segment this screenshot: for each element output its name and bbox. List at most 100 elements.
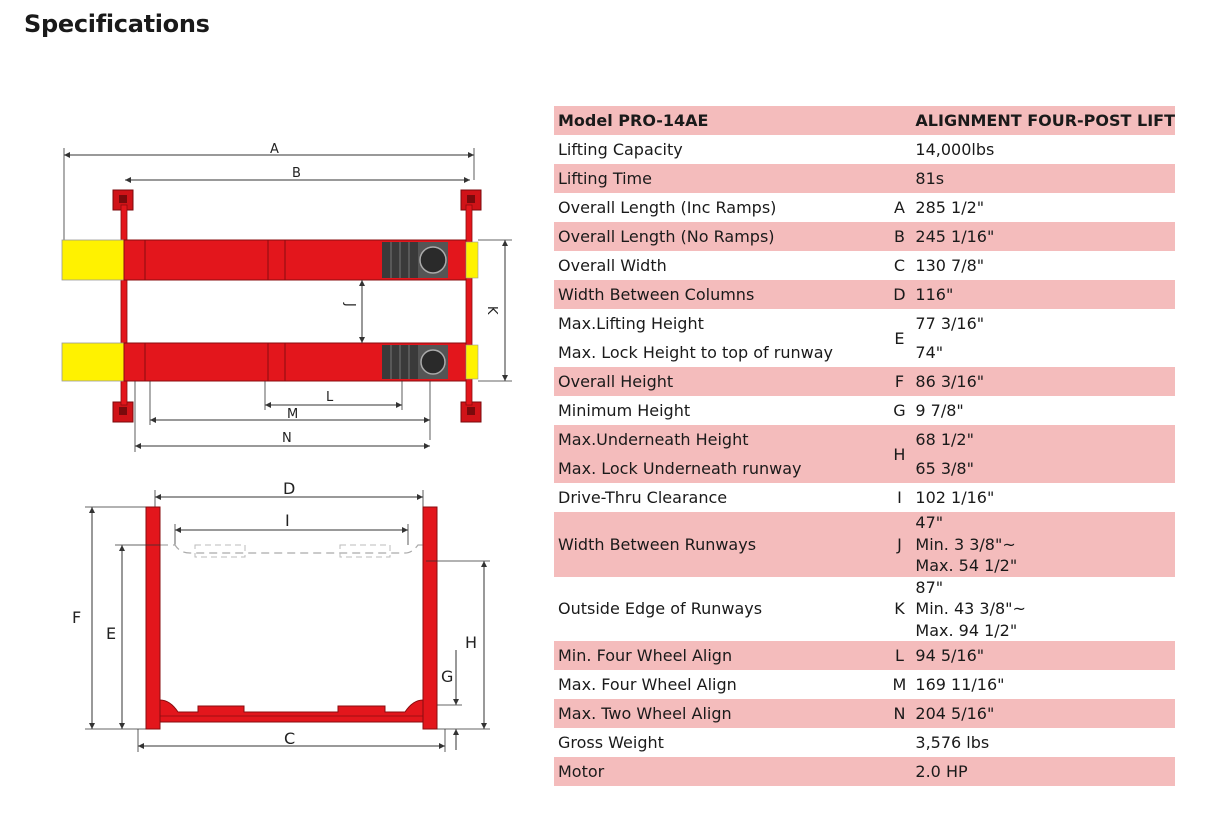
spec-name-line: Max. Lock Underneath runway: [558, 459, 802, 478]
spec-letter: D: [887, 280, 912, 309]
spec-letter: G: [893, 401, 906, 420]
spec-name: Max. Two Wheel Align: [554, 699, 888, 728]
spec-value-line: Max. 54 1/2": [915, 556, 1018, 575]
spec-value: 204 5/16": [911, 699, 1175, 728]
spec-value-line: Max. 94 1/2": [915, 620, 1018, 640]
spec-row: Overall Length (No Ramps) B 245 1/16": [554, 222, 1175, 251]
spec-model: Model PRO-14AE: [554, 106, 888, 135]
dim-label-k: K: [484, 306, 499, 315]
spec-header-row: Model PRO-14AE ALIGNMENT FOUR-POST LIFT: [554, 106, 1175, 135]
spec-value: 116": [911, 280, 1175, 309]
spec-value: 2.0 HP: [911, 757, 1175, 786]
spec-name: Minimum Height: [558, 401, 691, 420]
spec-row: Width Between Runways J 47" Min. 3 3/8"~…: [554, 512, 1175, 577]
spec-value-line: 77 3/16": [915, 314, 985, 333]
spec-name: Motor: [554, 757, 888, 786]
spec-letter: J: [887, 512, 912, 577]
spec-value-line: 47": [915, 513, 944, 532]
spec-name: Lifting Capacity: [558, 140, 683, 159]
spec-row: Outside Edge of Runways K 87" Min. 43 3/…: [554, 577, 1175, 642]
spec-value: 68 1/2" 65 3/8": [911, 425, 1175, 483]
spec-row: Width Between Columns D 116": [554, 280, 1175, 309]
dim-label-a: A: [270, 142, 279, 157]
spec-value: 245 1/16": [911, 222, 1175, 251]
dim-label-h: H: [465, 633, 477, 652]
spec-name: Drive-Thru Clearance: [558, 488, 728, 507]
spec-value: 14,000lbs: [915, 140, 995, 159]
dim-label-j: J: [342, 302, 357, 307]
spec-name: Max.Lifting Height Max. Lock Height to t…: [554, 309, 887, 367]
spec-row: Overall Height F 86 3/16": [554, 367, 1175, 396]
spec-letter: B: [887, 222, 912, 251]
spec-name-line: Max. Lock Height to top of runway: [558, 343, 833, 362]
spec-value-line: 74": [915, 343, 944, 362]
dim-label-c: C: [284, 729, 295, 748]
spec-row: Minimum Height G 9 7/8": [554, 396, 1175, 425]
spec-value: 169 11/16": [915, 675, 1005, 694]
spec-name: Gross Weight: [558, 733, 664, 752]
spec-name: Outside Edge of Runways: [558, 599, 763, 619]
dim-label-i: I: [285, 511, 290, 530]
spec-row: Max. Two Wheel Align N 204 5/16": [554, 699, 1175, 728]
spec-letter: C: [893, 256, 906, 275]
spec-letter: A: [893, 198, 905, 217]
spec-value: 9 7/8": [915, 401, 964, 420]
spec-name: Max. Four Wheel Align: [558, 675, 737, 694]
spec-name: Overall Length (No Ramps): [554, 222, 888, 251]
spec-row: Min. Four Wheel Align L 94 5/16": [554, 641, 1175, 670]
spec-row: Max.Lifting Height Max. Lock Height to t…: [554, 309, 1175, 367]
spec-letter: F: [887, 367, 912, 396]
spec-value-line: Min. 43 3/8"~: [915, 599, 1026, 618]
spec-letter: H: [887, 425, 912, 483]
spec-value: 130 7/8": [915, 256, 985, 275]
spec-value: 47" Min. 3 3/8"~ Max. 54 1/2": [911, 512, 1175, 577]
spec-value: 77 3/16" 74": [911, 309, 1175, 367]
dim-label-e: E: [106, 624, 116, 643]
spec-letter: E: [894, 328, 905, 348]
dim-label-l: L: [326, 390, 334, 405]
spec-value-line: 87": [915, 577, 944, 597]
spec-row: Max. Four Wheel Align M 169 11/16": [554, 670, 1175, 699]
spec-letter: [887, 135, 911, 164]
spec-value-line: Min. 3 3/8"~: [915, 534, 1016, 554]
spec-letter: L: [887, 641, 912, 670]
spec-name: Width Between Columns: [554, 280, 888, 309]
spec-value: 87" Min. 43 3/8"~ Max. 94 1/2": [911, 577, 1175, 642]
spec-letter: M: [892, 675, 907, 694]
spec-value-line: 65 3/8": [915, 459, 974, 478]
specifications-table: Model PRO-14AE ALIGNMENT FOUR-POST LIFT …: [554, 106, 1175, 786]
spec-name: Min. Four Wheel Align: [554, 641, 888, 670]
spec-row: Overall Length (Inc Ramps) A 285 1/2": [554, 193, 1175, 222]
spec-name: Overall Width: [558, 256, 667, 275]
spec-letter: [887, 164, 912, 193]
spec-name: Width Between Runways: [554, 512, 888, 577]
dim-label-b: B: [292, 166, 301, 181]
spec-value: 285 1/2": [915, 198, 985, 217]
page-title: Specifications: [24, 10, 210, 38]
spec-letter: I: [897, 488, 902, 507]
spec-row: Lifting Time 81s: [554, 164, 1175, 193]
front-view: D I F E H G: [72, 479, 490, 752]
spec-row: Drive-Thru Clearance I 102 1/16": [554, 483, 1175, 512]
spec-name: Max.Underneath Height Max. Lock Undernea…: [554, 425, 888, 483]
spec-letter: N: [887, 699, 912, 728]
spec-row: Max.Underneath Height Max. Lock Undernea…: [554, 425, 1175, 483]
spec-row: Lifting Capacity 14,000lbs: [554, 135, 1175, 164]
spec-letter: K: [894, 599, 905, 619]
dim-label-d: D: [283, 479, 295, 498]
spec-name-line: Max.Lifting Height: [558, 314, 704, 333]
spec-value: 94 5/16": [911, 641, 1175, 670]
spec-name: Lifting Time: [554, 164, 888, 193]
spec-letter: [887, 757, 912, 786]
spec-value: 102 1/16": [915, 488, 995, 507]
spec-lift-type: ALIGNMENT FOUR-POST LIFT: [911, 106, 1175, 135]
dim-label-m: M: [287, 407, 298, 422]
top-view: A B: [61, 142, 512, 452]
spec-name-line: Max.Underneath Height: [558, 430, 749, 449]
spec-letter: [887, 728, 911, 757]
dim-label-n: N: [282, 431, 292, 446]
spec-row: Gross Weight 3,576 lbs: [554, 728, 1175, 757]
spec-value-line: 68 1/2": [915, 430, 974, 449]
spec-value: 86 3/16": [911, 367, 1175, 396]
spec-row: Overall Width C 130 7/8": [554, 251, 1175, 280]
